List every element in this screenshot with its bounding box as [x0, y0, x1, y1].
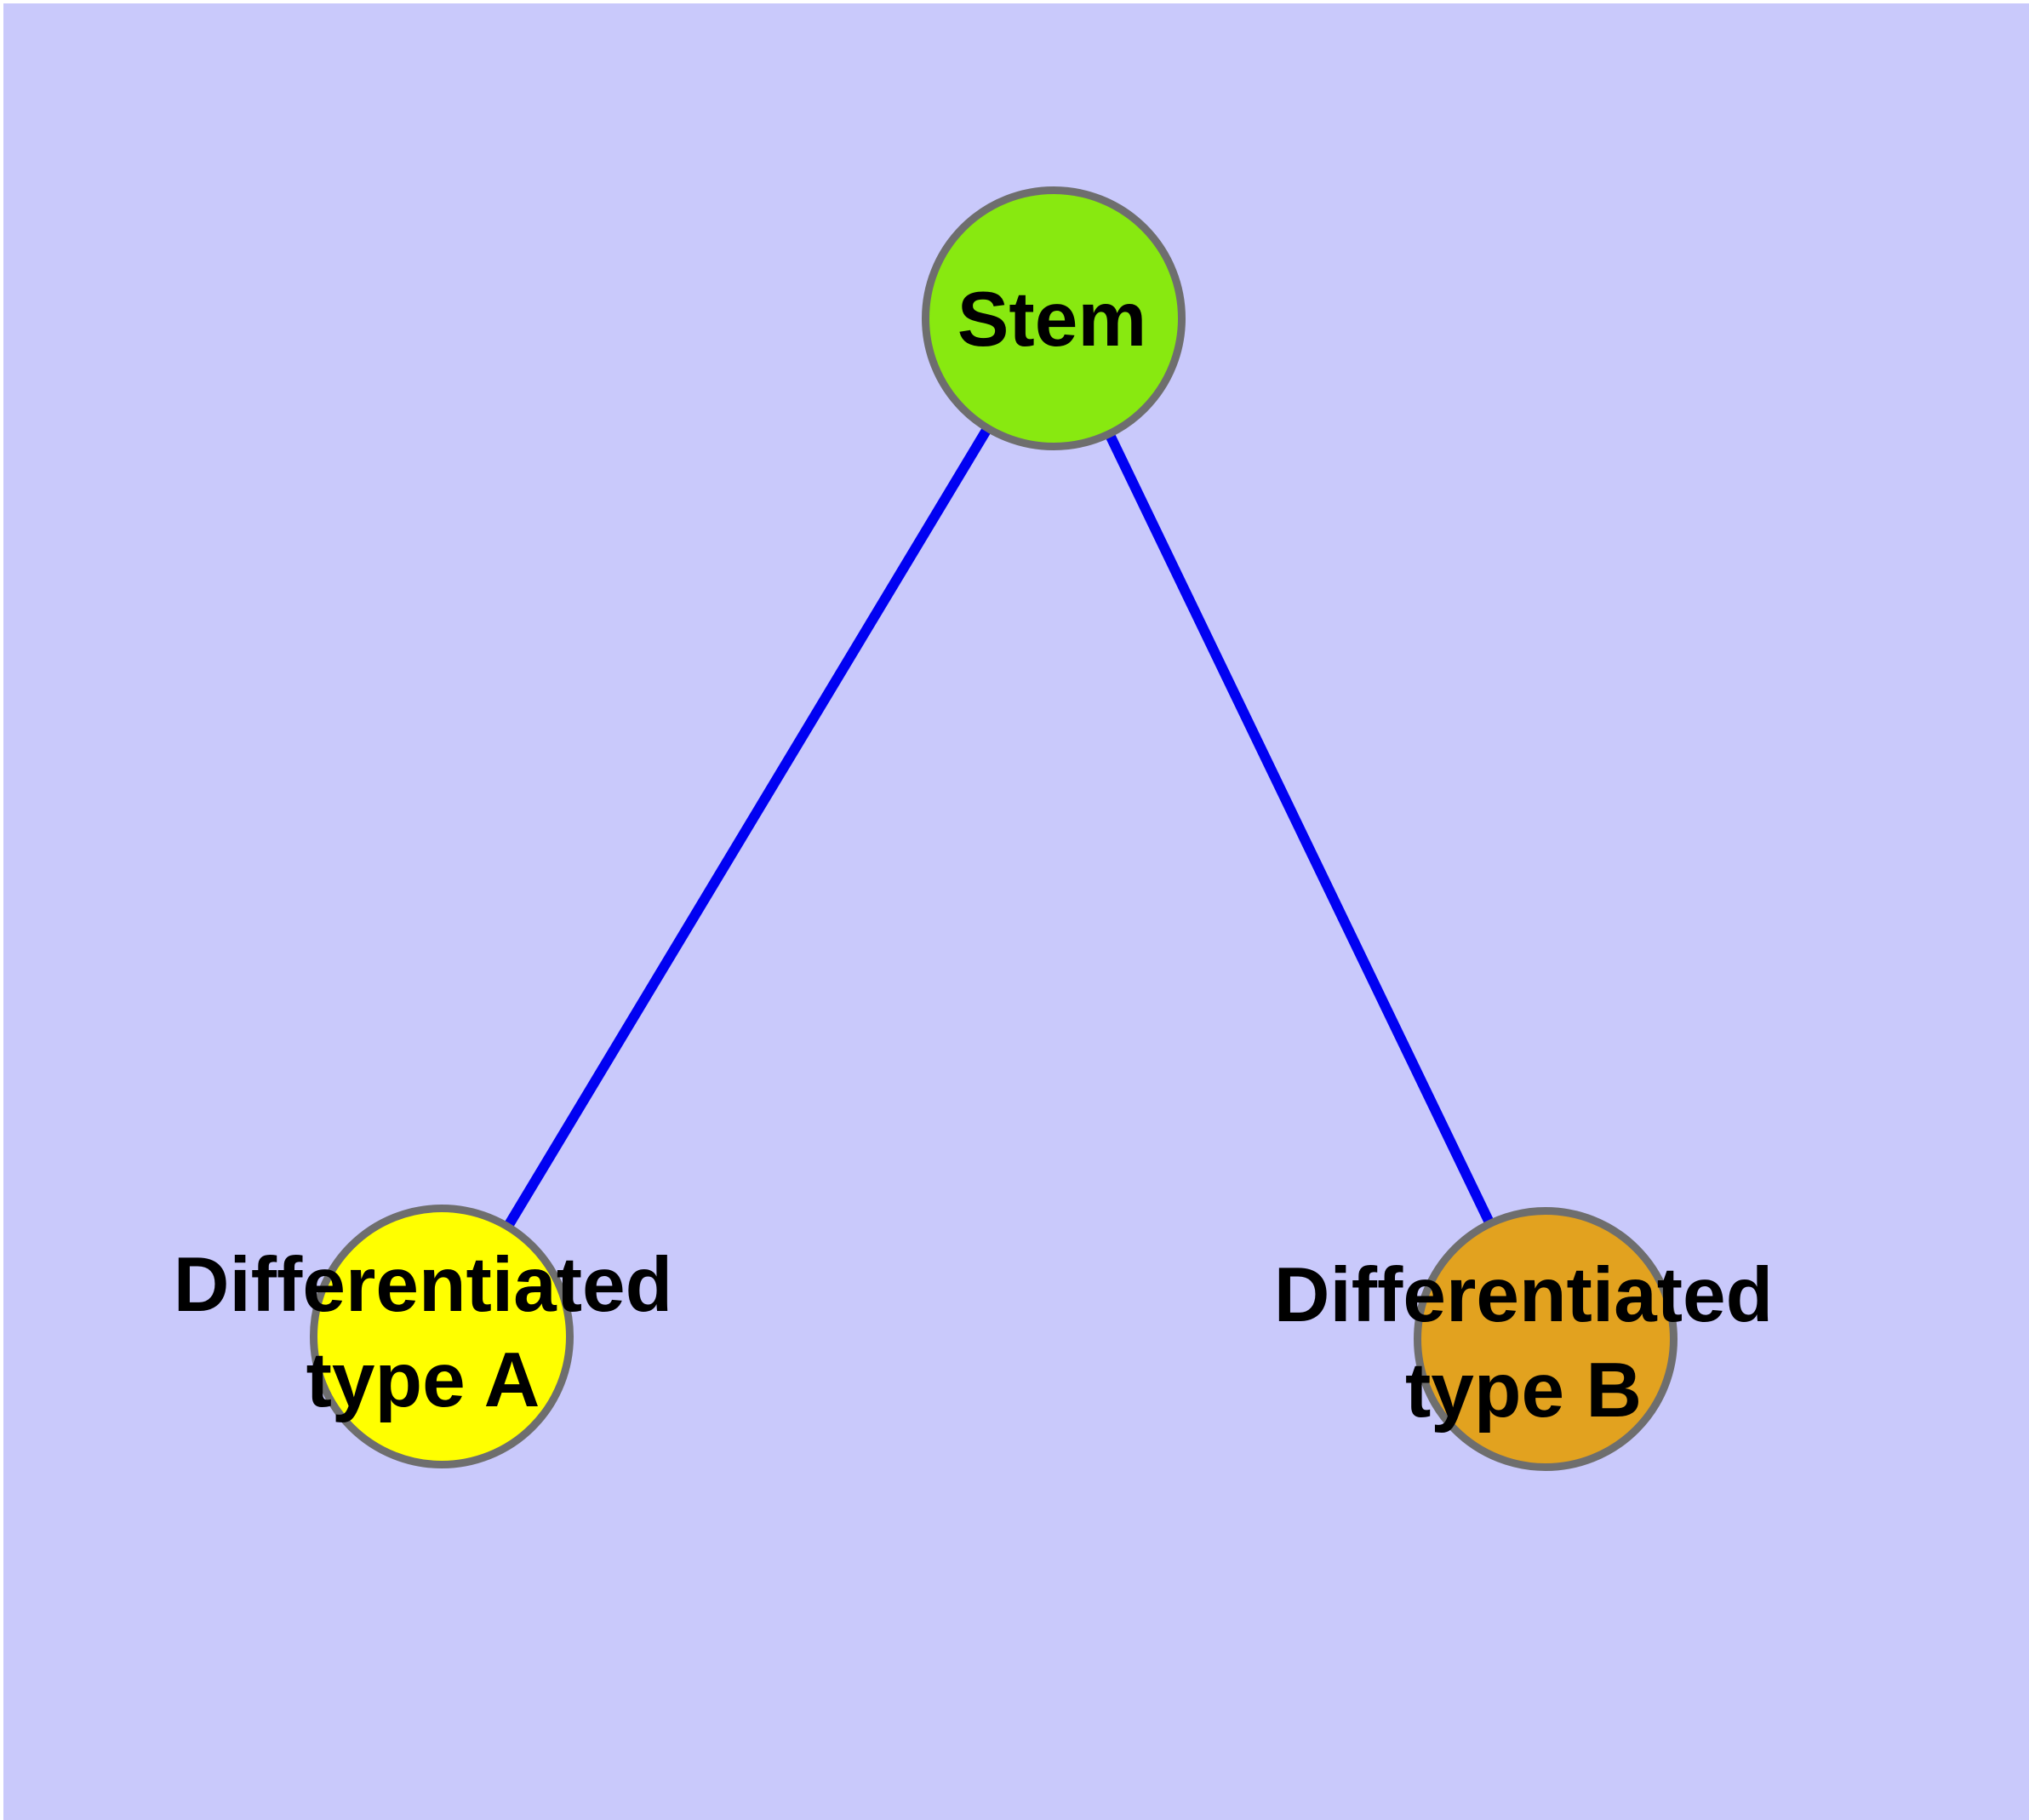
node-differentiated-type-b [1414, 1207, 1677, 1471]
node-differentiated-type-a-label: Differentiated type A [173, 1242, 673, 1423]
node-differentiated-type-b-label: Differentiated type B [1273, 1252, 1774, 1434]
edge-stem-to-type-a [437, 315, 1059, 1340]
node-differentiated-type-a [310, 1205, 574, 1468]
node-stem-label: Stem [957, 277, 1147, 363]
node-stem [922, 186, 1186, 450]
edge-stem-to-type-b [1049, 316, 1551, 1342]
